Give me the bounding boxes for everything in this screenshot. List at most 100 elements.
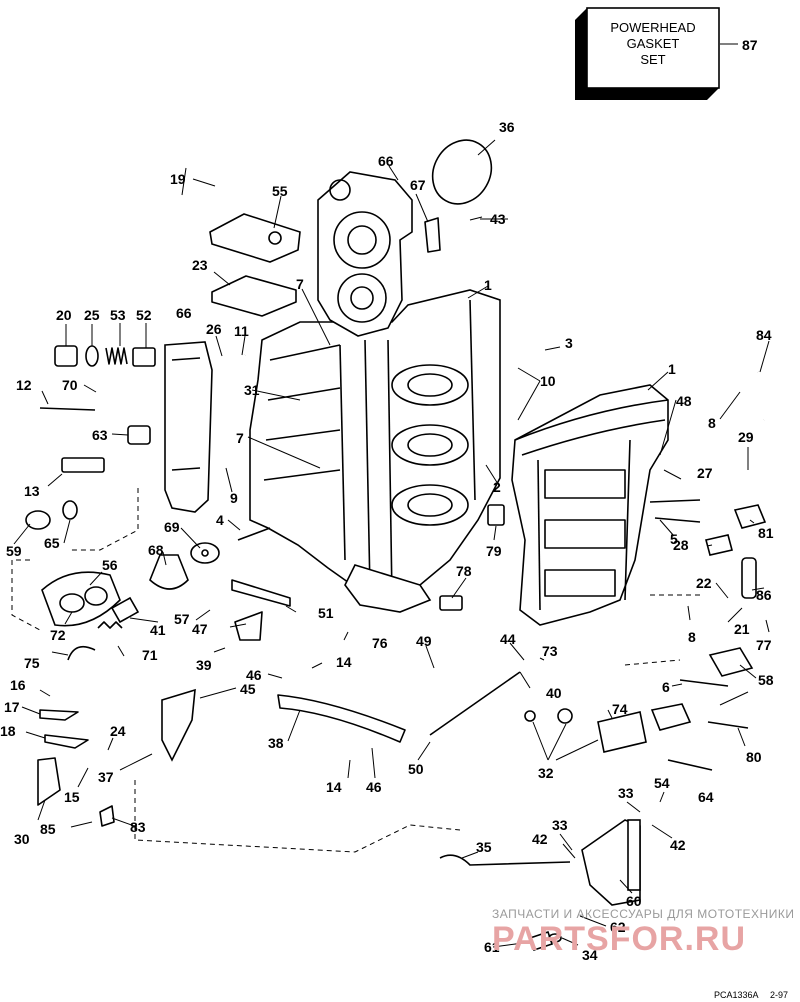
callout-66-upper: 66 — [378, 153, 394, 169]
callout-labels: 87 1 1 2 3 4 5 6 7 7 8 8 9 10 11 12 13 1… — [0, 37, 774, 963]
callout-20: 20 — [56, 307, 72, 323]
callout-46-upper: 46 — [246, 667, 262, 683]
callout-39: 39 — [196, 657, 212, 673]
callout-61: 61 — [484, 939, 500, 955]
callout-43: 43 — [490, 211, 506, 227]
callout-30: 30 — [14, 831, 30, 847]
callout-11: 11 — [234, 323, 249, 339]
cylinder-block-illustration — [249, 171, 501, 613]
callout-28: 28 — [673, 537, 689, 553]
callout-63: 63 — [92, 427, 108, 443]
leader-lines — [13, 139, 770, 948]
callout-36: 36 — [499, 119, 515, 135]
callout-17: 17 — [4, 699, 20, 715]
callout-87-label: 87 — [742, 37, 758, 53]
callout-59: 59 — [6, 543, 22, 559]
callout-44: 44 — [500, 631, 516, 647]
callout-25: 25 — [84, 307, 100, 323]
callout-75: 75 — [24, 655, 40, 671]
callout-77: 77 — [756, 637, 772, 653]
callout-64: 64 — [698, 789, 714, 805]
callout-10: 10 — [540, 373, 556, 389]
callout-1-crankcase: 1 — [668, 361, 676, 377]
callout-7-lower: 7 — [236, 430, 244, 446]
kit-box-line-1: POWERHEAD — [610, 20, 695, 35]
callout-60: 60 — [626, 893, 642, 909]
callout-55: 55 — [272, 183, 288, 199]
crankcase-illustration — [511, 384, 669, 626]
callout-83: 83 — [130, 819, 146, 835]
callout-46-lower: 46 — [366, 779, 382, 795]
callout-8-upper: 8 — [708, 415, 716, 431]
callout-18: 18 — [0, 723, 16, 739]
callout-19: 19 — [170, 171, 186, 187]
callout-7-upper: 7 — [296, 276, 304, 292]
callout-56: 56 — [102, 557, 118, 573]
callout-41: 41 — [150, 622, 166, 638]
callout-2: 2 — [493, 479, 501, 495]
callout-73: 73 — [542, 643, 558, 659]
callout-33-upper: 33 — [618, 785, 634, 801]
callout-67: 67 — [410, 177, 426, 193]
callout-58: 58 — [758, 672, 774, 688]
callout-34: 34 — [582, 947, 598, 963]
callout-65: 65 — [44, 535, 60, 551]
callout-4: 4 — [216, 512, 224, 528]
callout-13: 13 — [24, 483, 40, 499]
figure-date: 2-97 — [770, 990, 788, 1000]
callout-81: 81 — [758, 525, 774, 541]
grouping-dashes — [11, 488, 700, 853]
callout-35: 35 — [476, 839, 492, 855]
kit-box-line-3: SET — [640, 52, 665, 67]
callout-79: 79 — [486, 543, 502, 559]
kit-box-line-2: GASKET — [627, 36, 680, 51]
callout-86: 86 — [756, 587, 772, 603]
callout-5: 5 — [670, 531, 678, 547]
callout-62: 62 — [610, 919, 626, 935]
callout-84: 84 — [756, 327, 772, 343]
callout-85: 85 — [40, 821, 56, 837]
callout-54: 54 — [654, 775, 670, 791]
callout-27: 27 — [697, 465, 713, 481]
callout-14-lower: 14 — [326, 779, 342, 795]
callout-42-left: 42 — [532, 831, 548, 847]
callout-1-block: 1 — [484, 277, 492, 293]
gasket-set-box: POWERHEAD GASKET SET — [575, 7, 738, 100]
callout-6: 6 — [662, 679, 670, 695]
callout-38: 38 — [268, 735, 284, 751]
callout-32: 32 — [538, 765, 554, 781]
callout-8-lower: 8 — [688, 629, 696, 645]
callout-76: 76 — [372, 635, 388, 651]
callout-31: 31 — [244, 382, 260, 398]
callout-72: 72 — [50, 627, 66, 643]
callout-21: 21 — [734, 621, 750, 637]
callout-66-left: 66 — [176, 305, 192, 321]
callout-70: 70 — [62, 377, 78, 393]
callout-48: 48 — [676, 393, 692, 409]
callout-9: 9 — [230, 490, 238, 506]
figure-code: PCA1336A — [714, 990, 759, 1000]
callout-69: 69 — [164, 519, 180, 535]
watermark: ЗАПЧАСТИ И АКСЕССУАРЫ ДЛЯ МОТОТЕХНИКИ PA… — [492, 907, 794, 958]
top-parts-illustration — [209, 139, 493, 317]
callout-47: 47 — [192, 621, 208, 637]
callout-3: 3 — [565, 335, 573, 351]
callout-26: 26 — [206, 321, 222, 337]
callout-16: 16 — [10, 677, 26, 693]
callout-33-lower: 33 — [552, 817, 568, 833]
callout-29: 29 — [738, 429, 754, 445]
left-parts-illustration — [25, 341, 406, 827]
callout-71: 71 — [142, 647, 158, 663]
callout-51: 51 — [318, 605, 334, 621]
callout-14-upper: 14 — [336, 654, 352, 670]
callout-15: 15 — [64, 789, 80, 805]
footer: PCA1336A 2-97 — [714, 990, 788, 1000]
watermark-logo: PARTSFOR.RU — [492, 920, 746, 958]
callout-74: 74 — [612, 701, 628, 717]
right-parts-illustration — [429, 370, 769, 952]
callout-80: 80 — [746, 749, 762, 765]
callout-45: 45 — [240, 681, 256, 697]
callout-12: 12 — [16, 377, 32, 393]
callout-24: 24 — [110, 723, 126, 739]
